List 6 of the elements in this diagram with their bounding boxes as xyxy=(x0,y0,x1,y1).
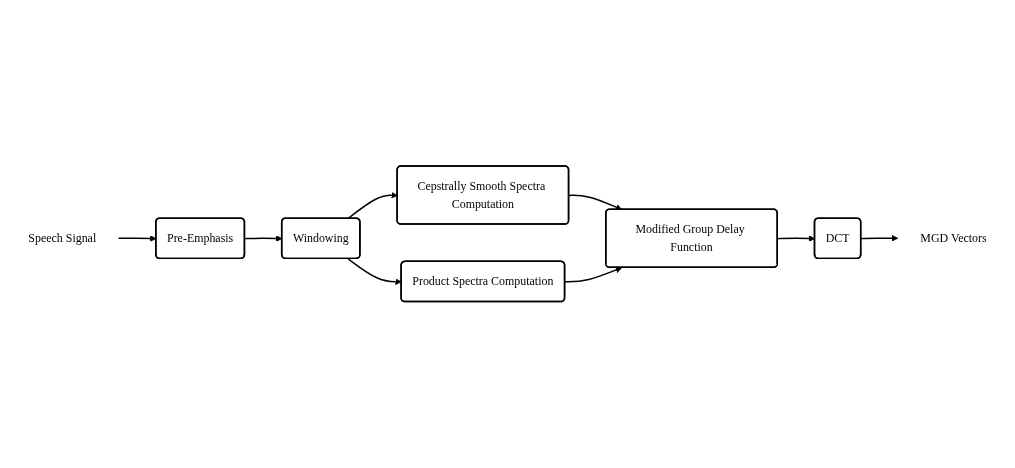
arrow xyxy=(564,267,623,283)
arrow xyxy=(860,235,899,242)
node-text: Speech Signal xyxy=(28,231,97,245)
node-text: MGD Vectors xyxy=(920,231,987,245)
arrow xyxy=(347,258,402,286)
arrow xyxy=(347,192,398,220)
